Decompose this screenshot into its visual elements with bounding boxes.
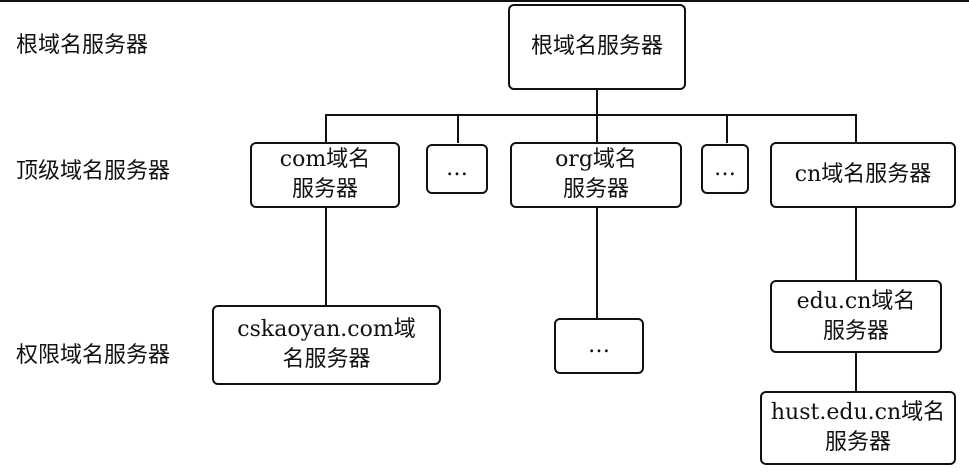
edge-bus-org (596, 114, 598, 143)
node-hust-edu-cn: hust.edu.cn域名 服务器 (760, 391, 956, 465)
node-ellipsis-3: … (554, 318, 644, 374)
edge-com-cskaoyan (325, 207, 327, 306)
node-org-line-1: org域名 (555, 147, 637, 172)
node-ellipsis-2-label: … (714, 156, 736, 181)
node-ellipsis-2: … (701, 144, 749, 194)
node-root: 根域名服务器 (508, 4, 686, 90)
node-root-label: 根域名服务器 (530, 34, 663, 59)
node-edu-cn-line-1: edu.cn域名 (796, 288, 916, 314)
level-label-top: 顶级域名服务器 (16, 159, 171, 184)
level-label-root: 根域名服务器 (16, 33, 149, 58)
edge-edu-hust (855, 352, 857, 392)
node-com: com域名 服务器 (250, 142, 400, 208)
node-com-line-2: 服务器 (291, 177, 358, 202)
edge-bus-ellipsis-1 (457, 114, 459, 143)
level-label-authoritative: 权限域名服务器 (16, 343, 171, 368)
node-ellipsis-3-label: … (588, 333, 610, 358)
node-hust-edu-cn-line-2: 服务器 (824, 430, 891, 455)
edge-bus-ellipsis-2 (726, 114, 728, 143)
node-cskaoyan-line-2: 名服务器 (282, 347, 371, 372)
edge-org-ellipsis-3 (596, 207, 598, 319)
node-cn: cn域名服务器 (770, 142, 956, 208)
node-ellipsis-1-label: … (446, 156, 468, 181)
edge-bus-com (325, 114, 327, 143)
edge-cn-edu (855, 207, 857, 281)
node-edu-cn-line-2: 服务器 (822, 318, 889, 344)
node-cskaoyan: cskaoyan.com域 名服务器 (212, 305, 441, 385)
node-org: org域名 服务器 (510, 142, 682, 208)
edge-top-bus (325, 114, 857, 116)
node-ellipsis-1: … (426, 144, 488, 194)
node-edu-cn: edu.cn域名 服务器 (770, 280, 942, 353)
top-rule (0, 0, 969, 2)
node-cskaoyan-line-1: cskaoyan.com域 (237, 317, 416, 342)
node-org-line-2: 服务器 (562, 177, 629, 202)
edge-bus-cn (855, 114, 857, 143)
edge-root-down (596, 89, 598, 116)
node-cn-label: cn域名服务器 (794, 162, 932, 187)
node-com-line-1: com域名 (279, 147, 371, 172)
node-hust-edu-cn-line-1: hust.edu.cn域名 (770, 400, 946, 425)
